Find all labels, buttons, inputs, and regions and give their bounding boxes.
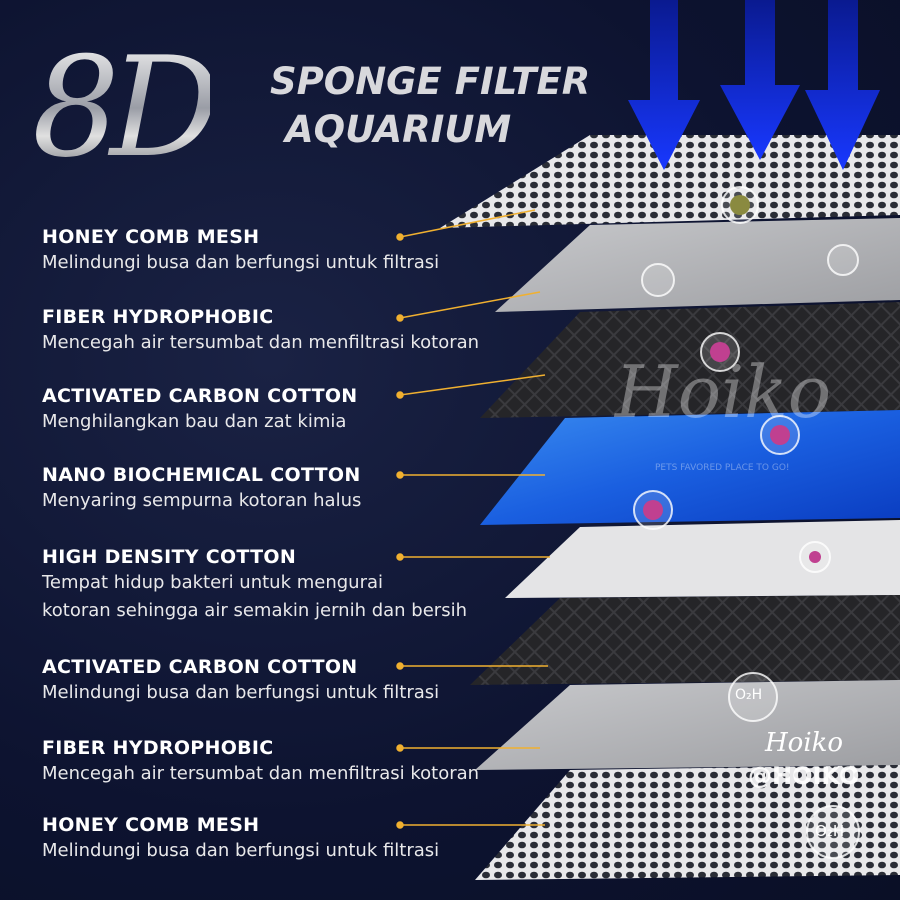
layer-name: HONEY COMB MESH <box>42 226 260 248</box>
layer-desc: Tempat hidup bakteri untuk mengurai <box>42 572 384 593</box>
bacteria <box>643 195 821 563</box>
layer-desc: Melindungi busa dan berfungsi untuk filt… <box>42 682 440 703</box>
layer-label: NANO BIOCHEMICAL COTTON Menyaring sempurn… <box>42 463 361 515</box>
layer-name: ACTIVATED CARBON COTTON <box>42 656 358 678</box>
layer-high-density <box>505 520 900 598</box>
brand-logo: Hoiko <box>765 728 844 758</box>
layer-honeycomb-top <box>440 135 900 228</box>
layer-desc: Mencegah air tersumbat dan menfiltrasi k… <box>42 332 480 353</box>
pointer-lines <box>396 209 550 829</box>
layer-carbon-bottom <box>470 595 900 685</box>
layer-fiber-top <box>495 218 900 312</box>
layer-honeycomb-bottom <box>475 765 900 880</box>
layer-desc: Menyaring sempurna kotoran halus <box>42 490 362 511</box>
layer-label: HONEY COMB MESH Melindungi busa dan berfu… <box>42 813 439 865</box>
layer-label: FIBER HYDROPHOBIC Mencegah air tersumbat … <box>42 305 479 357</box>
layer-label: HIGH DENSITY COTTON Tempat hidup bakteri … <box>42 545 467 625</box>
bubbles <box>633 186 860 859</box>
layer-name: HONEY COMB MESH <box>42 814 260 836</box>
watermark-brand: Hoiko <box>615 350 832 434</box>
layer-desc: Menghilangkan bau dan zat kimia <box>42 411 347 432</box>
layer-label: HONEY COMB MESH Melindungi busa dan berfu… <box>42 225 439 277</box>
layer-name: FIBER HYDROPHOBIC <box>42 306 274 328</box>
layer-desc: Melindungi busa dan berfungsi untuk filt… <box>42 252 440 273</box>
layer-nano-blue <box>480 410 900 525</box>
bubble-label: O₂H <box>735 687 763 703</box>
layer-name: NANO BIOCHEMICAL COTTON <box>42 464 361 486</box>
title-line-1: SPONGE FILTER <box>270 60 591 103</box>
layer-label: FIBER HYDROPHOBIC Mencegah air tersumbat … <box>42 736 479 788</box>
layer-label: ACTIVATED CARBON COTTON Menghilangkan bau… <box>42 384 357 436</box>
layer-name: FIBER HYDROPHOBIC <box>42 737 274 759</box>
title-line-2: AQUARIUM <box>285 108 512 151</box>
layer-desc: kotoran sehingga air semakin jernih dan … <box>42 600 467 621</box>
layer-name: HIGH DENSITY COTTON <box>42 546 297 568</box>
layer-desc: Mencegah air tersumbat dan menfiltrasi k… <box>42 763 480 784</box>
layer-fiber-bottom <box>475 680 900 770</box>
layer-name: ACTIVATED CARBON COTTON <box>42 385 358 407</box>
watermark-tagline: PETS FAVORED PLACE TO GO! <box>655 463 790 473</box>
logo-8d: 8D <box>32 27 220 188</box>
bubble-label: O₂H <box>815 822 845 840</box>
layer-label: ACTIVATED CARBON COTTON Melindungi busa d… <box>42 655 439 707</box>
brand-handle: @HOIKO <box>748 762 860 790</box>
down-arrows <box>628 0 880 170</box>
layer-carbon-top <box>480 302 900 418</box>
layer-desc: Melindungi busa dan berfungsi untuk filt… <box>42 840 440 861</box>
